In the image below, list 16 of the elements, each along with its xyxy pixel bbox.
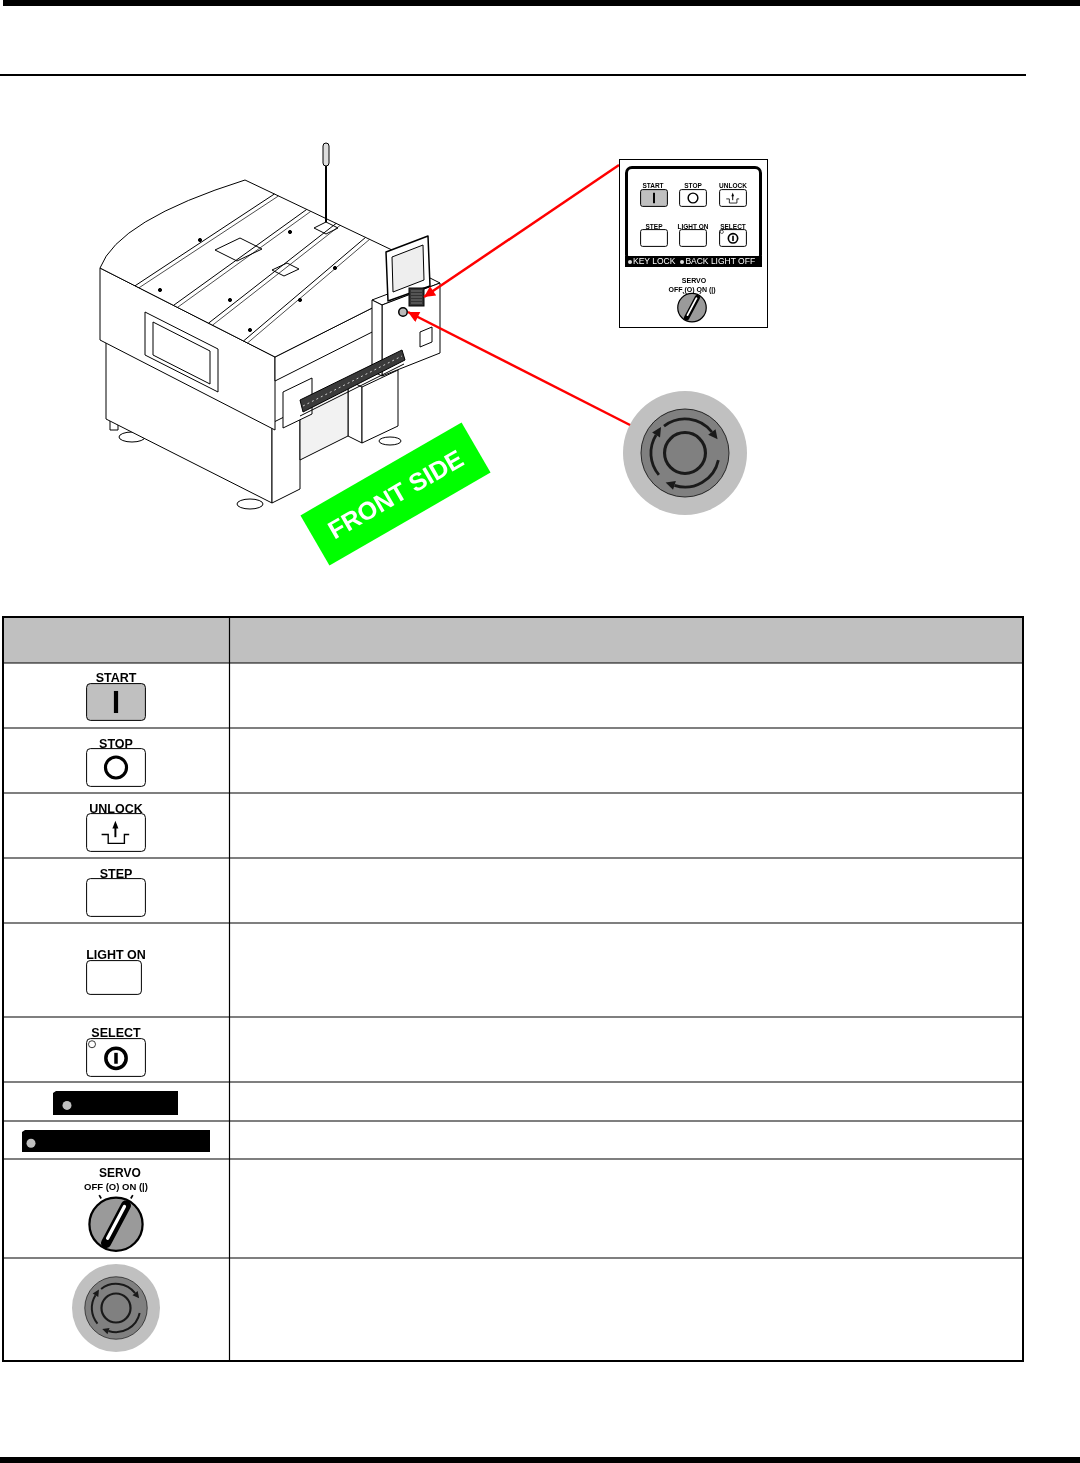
position-label: OFF (O) ON (|) xyxy=(84,1181,148,1192)
button-label: START xyxy=(95,671,137,685)
emergency-stop-button xyxy=(398,307,408,317)
leader-arrow xyxy=(407,310,631,427)
indicator-label: KEY LOCK xyxy=(633,257,676,266)
control-panel-inset xyxy=(619,159,768,328)
button-label: SELECT xyxy=(91,1026,141,1040)
operation-panel xyxy=(408,287,425,307)
leader-arrow xyxy=(423,163,620,299)
button-label: STOP xyxy=(99,737,133,751)
emergency-stop-button xyxy=(623,391,747,515)
button-label: UNLOCK xyxy=(89,802,143,816)
button-label: LIGHT ON xyxy=(86,948,146,962)
indicator-label: BACK LIGHT OFF xyxy=(685,257,756,266)
button-label: STEP xyxy=(99,867,133,881)
switch-label: SERVO xyxy=(99,1166,141,1180)
